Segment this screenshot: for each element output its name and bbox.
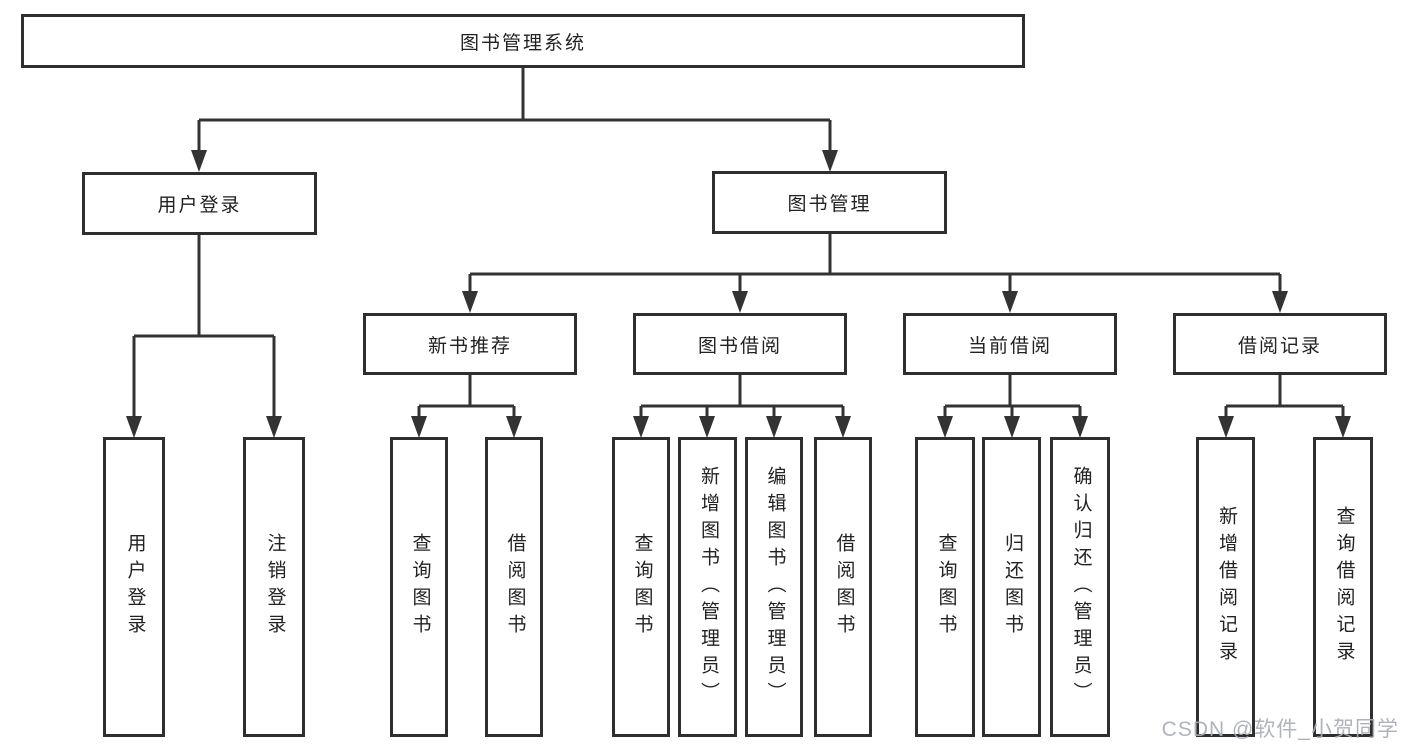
leaf-borrow-query-books-label: 查询图书 bbox=[631, 533, 653, 641]
leaf-borrow-add-books-admin-label: 新增图书（管理员） bbox=[697, 465, 719, 709]
arrowhead-borrow-query-books bbox=[633, 416, 649, 438]
node-current-borrowing: 当前借阅 bbox=[903, 313, 1117, 375]
arrowhead-leaf-user-login bbox=[126, 416, 142, 438]
leaf-borrow-edit-books-admin-label: 编辑图书（管理员） bbox=[764, 465, 786, 709]
leaf-records-add-record: 新增借阅记录 bbox=[1196, 437, 1255, 737]
leaf-records-add-record-label: 新增借阅记录 bbox=[1215, 506, 1237, 668]
leaf-recommend-borrow-books: 借阅图书 bbox=[485, 437, 543, 737]
node-book-borrowing: 图书借阅 bbox=[633, 313, 847, 375]
leaf-user-login: 用户登录 bbox=[103, 437, 165, 737]
arrowhead-borrow-borrow-books bbox=[835, 416, 851, 438]
arrowhead-book-borrowing bbox=[732, 291, 748, 313]
leaf-records-query-record-label: 查询借阅记录 bbox=[1333, 506, 1355, 668]
arrowhead-current-borrowing bbox=[1002, 291, 1018, 313]
arrowhead-current-query-books bbox=[937, 416, 953, 438]
leaf-borrow-edit-books-admin: 编辑图书（管理员） bbox=[745, 437, 803, 737]
leaf-recommend-borrow-books-label: 借阅图书 bbox=[504, 533, 526, 641]
connector-recommend-bus bbox=[417, 375, 516, 417]
leaf-current-confirm-return-admin-label: 确认归还（管理员） bbox=[1070, 465, 1092, 709]
leaf-current-confirm-return-admin: 确认归还（管理员） bbox=[1050, 437, 1110, 737]
arrowhead-borrow-add-books bbox=[699, 416, 715, 438]
arrowhead-borrowing-records bbox=[1272, 291, 1288, 313]
node-user-login: 用户登录 bbox=[82, 172, 317, 235]
connector-current-bus bbox=[943, 375, 1082, 417]
leaf-user-login-label: 用户登录 bbox=[124, 533, 146, 641]
connector-book-management-bus bbox=[468, 234, 1282, 292]
watermark: CSDN @软件_小贺同学 bbox=[1161, 718, 1399, 741]
arrowhead-new-book-recommendation bbox=[462, 291, 478, 313]
connector-borrow-bus bbox=[639, 375, 845, 417]
arrowhead-borrow-edit-books bbox=[766, 416, 782, 438]
node-borrowing-records: 借阅记录 bbox=[1173, 313, 1387, 375]
leaf-current-return-books-label: 归还图书 bbox=[1001, 533, 1023, 641]
leaf-recommend-query-books: 查询图书 bbox=[390, 437, 448, 737]
connector-records-bus bbox=[1224, 375, 1345, 417]
connector-user-login-bus bbox=[132, 235, 276, 417]
arrowhead-records-query-record bbox=[1335, 416, 1351, 438]
arrowhead-user-login bbox=[191, 150, 207, 172]
leaf-current-return-books: 归还图书 bbox=[982, 437, 1041, 737]
leaf-recommend-query-books-label: 查询图书 bbox=[409, 533, 431, 641]
node-book-management: 图书管理 bbox=[712, 171, 947, 234]
leaf-borrow-borrow-books: 借阅图书 bbox=[814, 437, 872, 737]
leaf-borrow-borrow-books-label: 借阅图书 bbox=[833, 533, 855, 641]
node-root-system: 图书管理系统 bbox=[21, 14, 1025, 68]
leaf-logout: 注销登录 bbox=[243, 437, 305, 737]
leaf-logout-label: 注销登录 bbox=[264, 533, 286, 641]
connector-root-bus bbox=[197, 68, 832, 151]
arrowhead-recommend-borrow-books bbox=[506, 416, 522, 438]
leaf-borrow-query-books: 查询图书 bbox=[612, 437, 670, 737]
leaf-current-query-books: 查询图书 bbox=[915, 437, 975, 737]
leaf-current-query-books-label: 查询图书 bbox=[935, 533, 957, 641]
arrowhead-book-management bbox=[822, 150, 838, 172]
arrowhead-current-return-books bbox=[1004, 416, 1020, 438]
node-new-book-recommendation: 新书推荐 bbox=[363, 313, 577, 375]
arrowhead-recommend-query-books bbox=[411, 416, 427, 438]
arrowhead-current-confirm-return bbox=[1072, 416, 1088, 438]
arrowhead-leaf-logout bbox=[266, 416, 282, 438]
leaf-borrow-add-books-admin: 新增图书（管理员） bbox=[678, 437, 737, 737]
arrowhead-records-add-record bbox=[1218, 416, 1234, 438]
leaf-records-query-record: 查询借阅记录 bbox=[1313, 437, 1373, 737]
